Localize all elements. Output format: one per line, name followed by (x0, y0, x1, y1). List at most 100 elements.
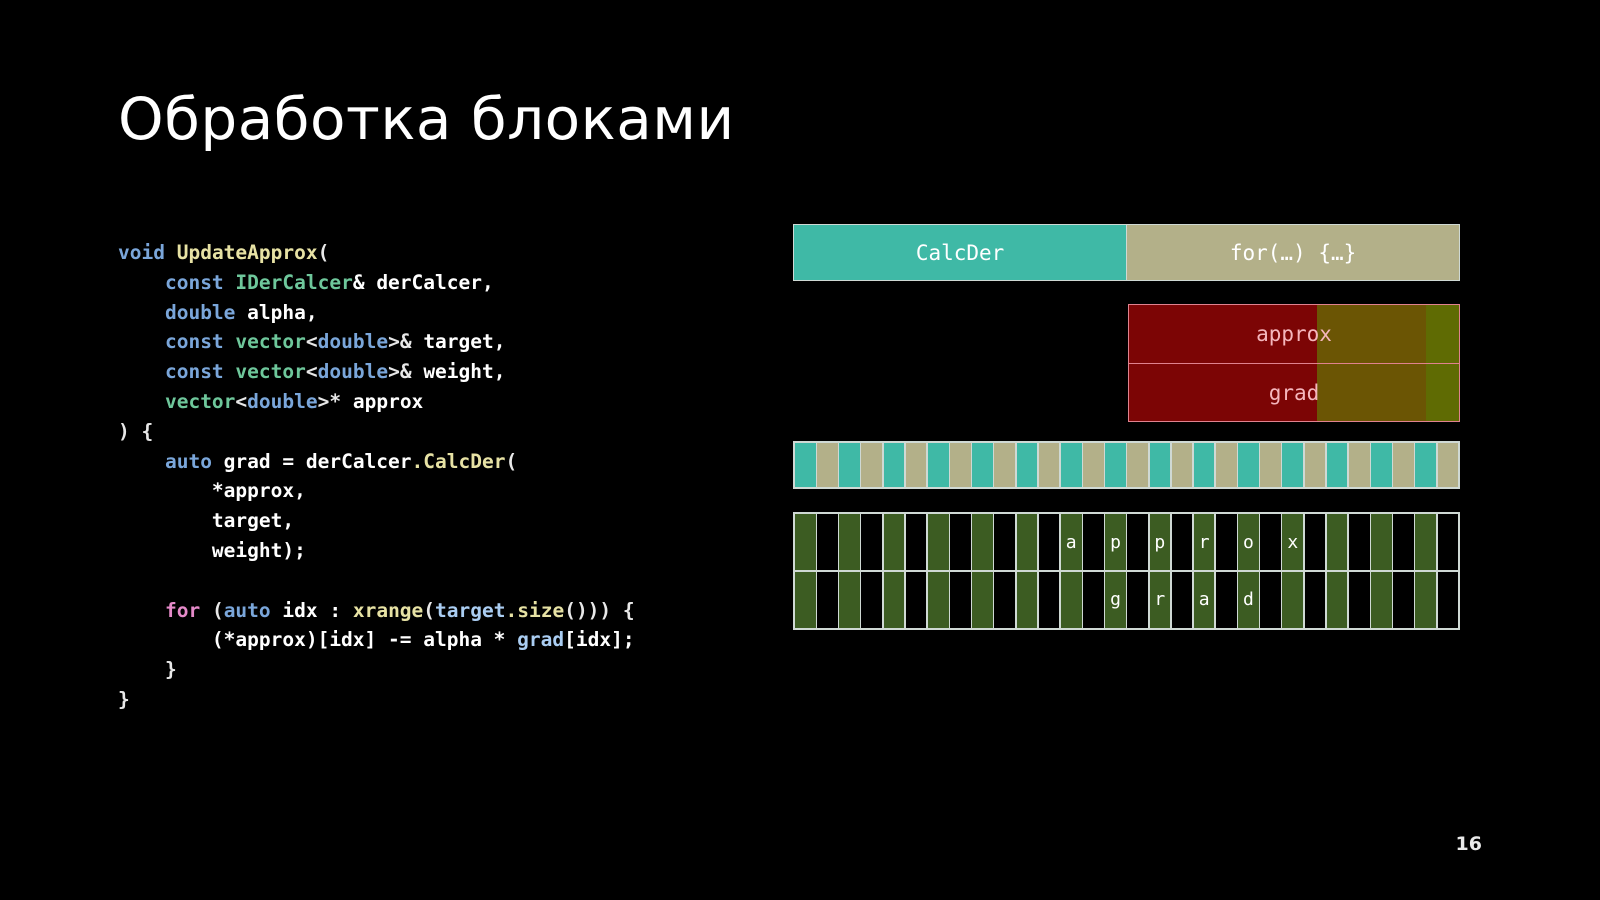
code-token: .size (505, 598, 565, 622)
grid-cell (1393, 571, 1414, 628)
code-line: weight); (118, 536, 635, 566)
code-token: < (305, 330, 318, 354)
grid-cell (1260, 571, 1281, 628)
code-line: for (auto idx : xrange(target.size())) { (118, 596, 635, 626)
code-token: UpdateApprox (176, 241, 318, 264)
grid-cell: d (1238, 571, 1259, 628)
grid-cell (1016, 571, 1038, 628)
grid-cell (1127, 514, 1148, 571)
code-token: >* (317, 389, 353, 413)
grid-cell (1437, 514, 1459, 571)
code-token (118, 390, 165, 413)
code-line: void UpdateApprox( (118, 238, 635, 268)
code-token: const (164, 270, 224, 294)
stripe-cell (1415, 443, 1437, 487)
code-token: ) { (118, 419, 154, 443)
grid-cell (1171, 571, 1193, 628)
code-token: double (317, 360, 389, 384)
memory-segment (1129, 305, 1318, 363)
code-line: *approx, (118, 476, 635, 506)
grid-cell (950, 571, 971, 628)
grid-cell (1260, 514, 1281, 571)
code-token: target, (118, 509, 295, 533)
code-token (224, 360, 236, 383)
grid-cell (905, 514, 927, 571)
grid-cell (883, 514, 905, 571)
grid-cell (905, 571, 927, 628)
code-token: < (235, 389, 248, 413)
code-token: grad (517, 628, 565, 652)
timeline-segment: for(…) {…} (1127, 225, 1459, 280)
code-token (118, 360, 165, 383)
code-token: xrange (352, 598, 424, 622)
stripe-cell (1215, 443, 1237, 487)
code-token: vector (235, 330, 306, 354)
code-line: vector<double>* approx (118, 387, 635, 417)
code-token (118, 271, 165, 294)
stripe-cell (839, 443, 860, 487)
code-token: double (164, 300, 236, 324)
code-token: .CalcDer (411, 449, 506, 473)
memory-segment (1129, 364, 1318, 421)
grid-cell (1415, 571, 1437, 628)
grid-cell (1304, 514, 1326, 571)
memory-segment (1317, 364, 1426, 421)
stripe-cell (1393, 443, 1414, 487)
code-token (235, 301, 247, 324)
stripe-cell (994, 443, 1016, 487)
stripe-cell (861, 443, 883, 487)
stripe-cell (1171, 443, 1193, 487)
grid-cell (1083, 514, 1104, 571)
grid-cell (861, 514, 883, 571)
code-token: target, (423, 330, 506, 354)
grid-cell: a (1193, 571, 1215, 628)
stripe-cell (1371, 443, 1392, 487)
stripe-cell (1149, 443, 1171, 487)
stripe-cell (883, 443, 905, 487)
grid-cell (883, 571, 905, 628)
code-line: const vector<double>& weight, (118, 357, 635, 387)
stripe-cell (817, 443, 838, 487)
code-line: const IDerCalcer& derCalcer, (118, 268, 635, 298)
code-token: vector (235, 360, 306, 384)
stripe-cell (1348, 443, 1370, 487)
code-line: } (118, 685, 635, 715)
memory-segment (1317, 305, 1426, 363)
grid-cell (1171, 514, 1193, 571)
grid-cell (994, 571, 1016, 628)
code-block: void UpdateApprox( const IDerCalcer& der… (118, 238, 635, 715)
stripe-cell (927, 443, 949, 487)
code-line: const vector<double>& target, (118, 327, 635, 357)
stripe-cell (1193, 443, 1215, 487)
code-token (118, 450, 165, 473)
grid-cell (1437, 571, 1459, 628)
grid-cell: g (1105, 571, 1126, 628)
grid-cell (1415, 514, 1437, 571)
grid-cell (817, 571, 838, 628)
grid-cell (1371, 514, 1392, 571)
grid-cell (972, 571, 993, 628)
grid-cell (1304, 571, 1326, 628)
code-token (165, 241, 177, 264)
code-token: } (118, 687, 130, 711)
grid-cell (1038, 514, 1060, 571)
stripe-cell (972, 443, 993, 487)
code-token: >& (388, 330, 424, 354)
code-token: target (435, 598, 506, 622)
stripe-cell (1060, 443, 1082, 487)
grid-cell (950, 514, 971, 571)
stripe-cell (1016, 443, 1038, 487)
code-token: grad = derCalcer (211, 449, 412, 473)
code-token: ())) { (564, 598, 635, 622)
code-token: auto (223, 598, 271, 622)
grid-cell: r (1149, 571, 1171, 628)
code-token: [idx]; (564, 628, 635, 652)
code-token: (*approx)[idx] -= alpha * (118, 628, 518, 652)
code-line: (*approx)[idx] -= alpha * grad[idx]; (118, 625, 635, 655)
grid-cell (839, 571, 860, 628)
code-token: double (247, 389, 318, 413)
